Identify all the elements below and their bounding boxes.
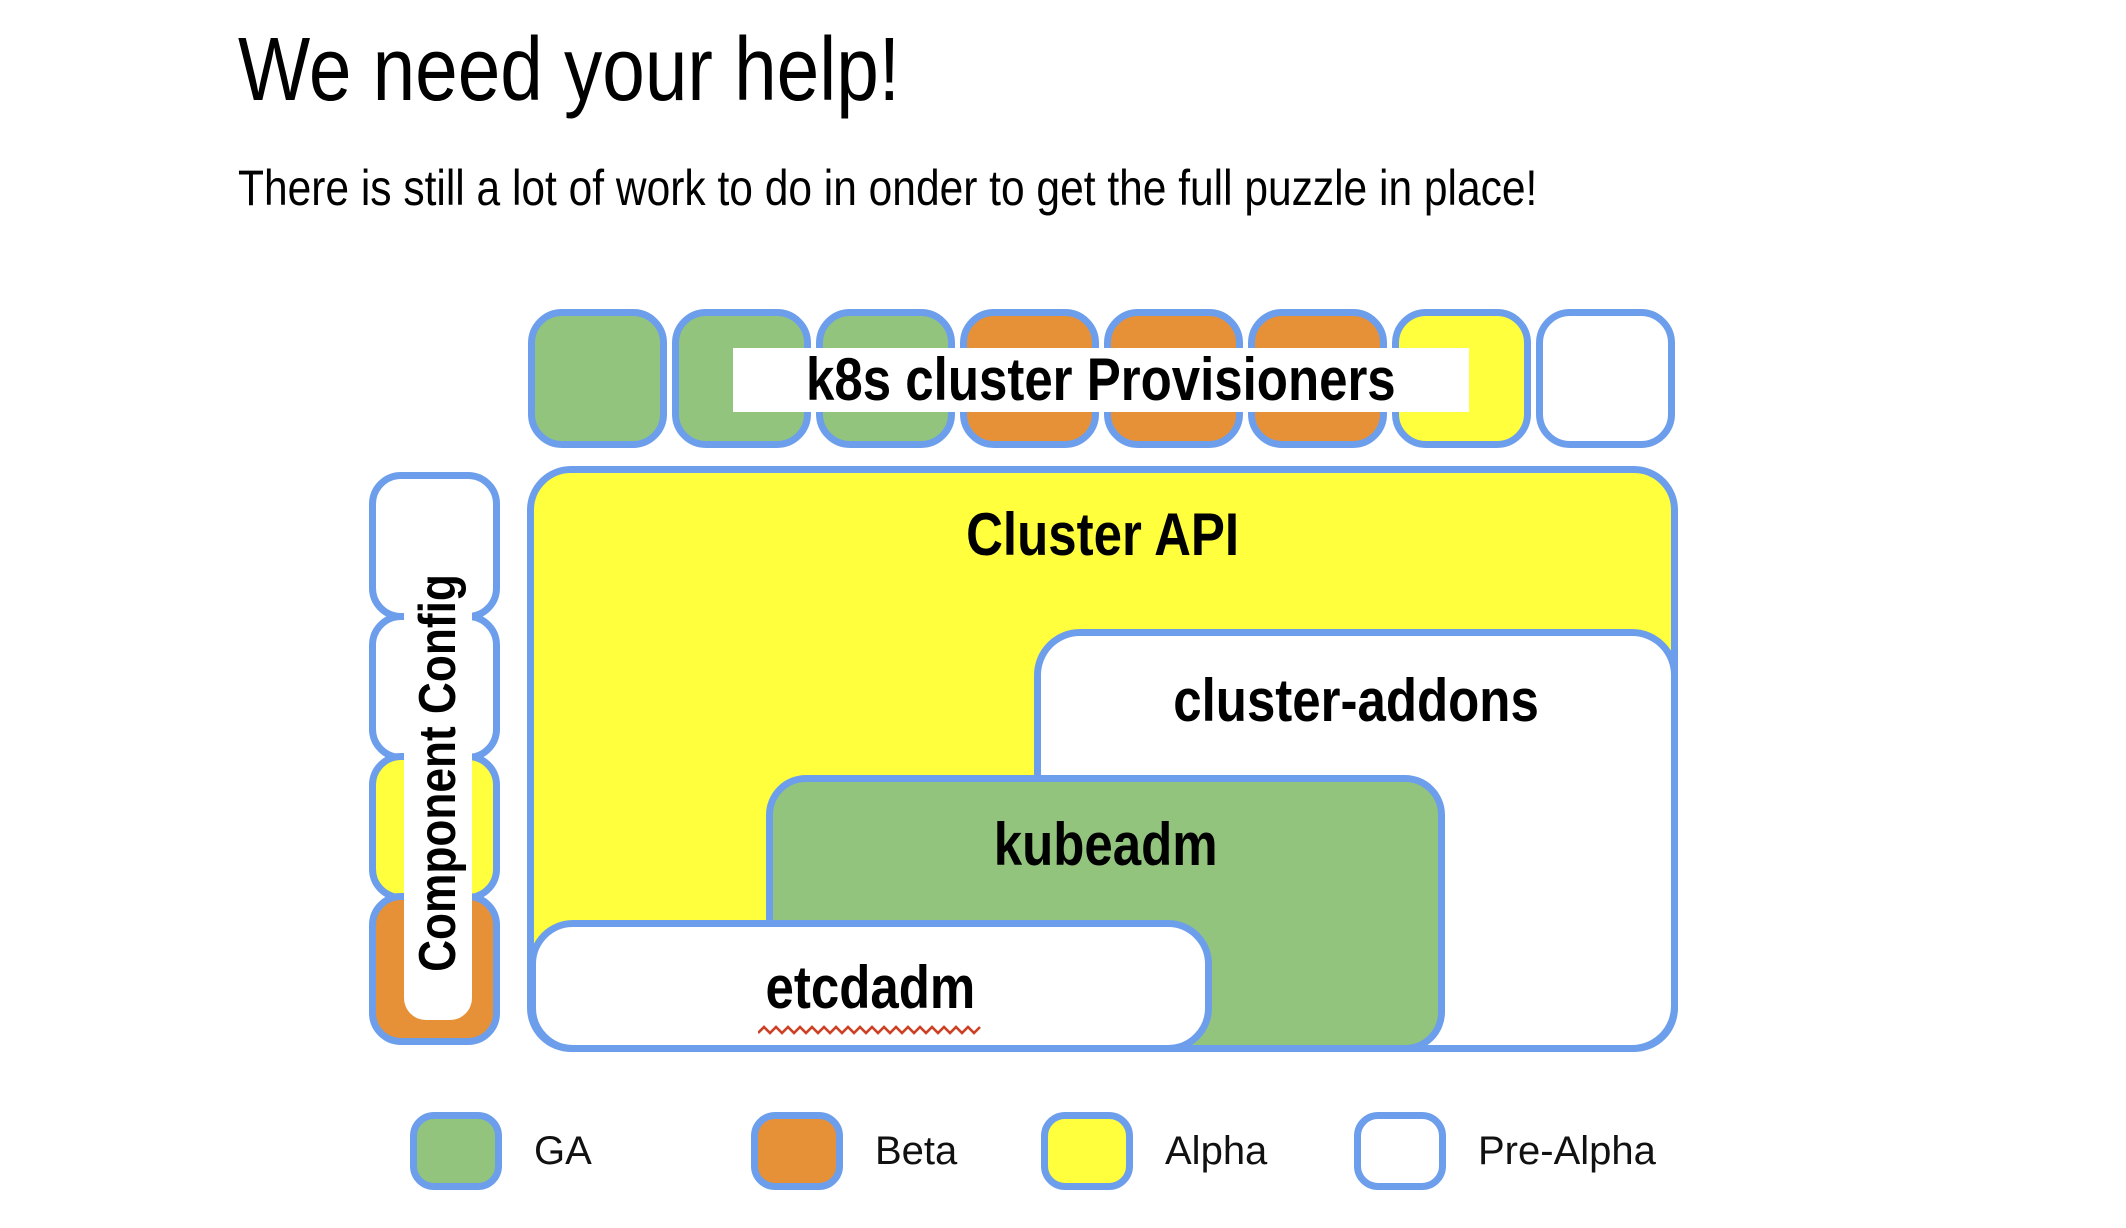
legend-label: GA [534, 1128, 592, 1173]
legend-item: Beta [751, 1112, 957, 1190]
page-title-text: We need your help! [238, 20, 901, 120]
spellcheck-squiggle-icon [758, 1025, 981, 1035]
legend-swatch [1354, 1112, 1446, 1190]
page-subtitle: There is still a lot of work to do in on… [238, 158, 1767, 218]
page-subtitle-text: There is still a lot of work to do in on… [238, 160, 1538, 216]
legend-item: Alpha [1041, 1112, 1267, 1190]
component-config-label-box: Component Config [404, 526, 472, 1020]
puzzle-piece [528, 309, 667, 448]
legend-label: Pre-Alpha [1478, 1128, 1656, 1173]
legend-label: Alpha [1165, 1128, 1268, 1173]
cluster-addons-label-wrap: cluster-addons [1034, 668, 1678, 734]
puzzle-piece [1536, 309, 1675, 448]
kubeadm-box [766, 775, 1445, 1052]
provisioners-label-box: k8s cluster Provisioners [733, 346, 1469, 413]
etcdadm-label: etcdadm [765, 954, 976, 1021]
legend-item: GA [410, 1112, 592, 1190]
cluster-addons-label: cluster-addons [1173, 667, 1539, 734]
page-title: We need your help! [238, 16, 1017, 124]
legend-swatch [751, 1112, 843, 1190]
kubeadm-label-wrap: kubeadm [766, 812, 1445, 878]
cluster-api-label-wrap: Cluster API [527, 502, 1678, 568]
legend-swatch [1041, 1112, 1133, 1190]
legend-swatch [410, 1112, 502, 1190]
provisioners-label: k8s cluster Provisioners [806, 346, 1396, 413]
legend-label: Beta [875, 1128, 958, 1173]
etcdadm-label-wrap: etcdadm [529, 955, 1212, 1036]
kubeadm-label: kubeadm [993, 811, 1218, 878]
cluster-api-label: Cluster API [965, 501, 1240, 568]
component-config-label: Component Config [409, 574, 467, 972]
legend-item: Pre-Alpha [1354, 1112, 1656, 1190]
